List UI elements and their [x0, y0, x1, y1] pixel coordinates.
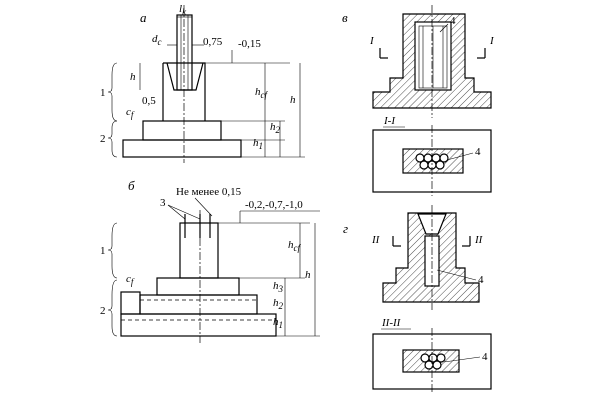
a-dim-05: 0,5 [142, 95, 156, 107]
a-dim-dc: dc [152, 33, 162, 47]
g-section-title: II-II [381, 317, 402, 329]
a-precast-column [176, 14, 193, 91]
b-level-values: -0,2,-0,7,-1,0 [245, 199, 303, 211]
a-base-step-lower [122, 139, 242, 158]
g-callout-4-bottom: 4 [482, 351, 488, 363]
g-section-mark-right: II [474, 234, 484, 246]
a-dim-h: h [130, 71, 136, 83]
b-group-1: 1 [100, 245, 106, 257]
b-step-1 [156, 277, 240, 296]
a-base-step-upper [142, 120, 222, 141]
panel-g: г 4 II II II-II 4 [343, 205, 492, 394]
a-dim-h2: h2 [270, 121, 281, 135]
b-dim-cf: cf [126, 273, 135, 287]
a-dim-hcf: hcf [255, 86, 268, 100]
b-note-min: Не менее 0,15 [176, 186, 242, 198]
g-callout-4-top: 4 [478, 274, 484, 286]
b-brace-1 [107, 222, 118, 279]
b-dim-H: h [305, 269, 311, 281]
b-dim-hcf: hcf [288, 239, 301, 253]
b-column [179, 222, 219, 279]
v-section-mark-left: I [369, 35, 375, 47]
panel-b: б Не менее 0,15 -0,2,-0,7,-1,0 3 cf 1 2 … [100, 178, 320, 343]
panel-v-letter: в [342, 10, 348, 25]
v-section-title: I-I [383, 115, 396, 127]
v-section-mark-right: I [489, 35, 495, 47]
panel-b-letter: б [128, 178, 135, 193]
a-dim-H: h [290, 94, 296, 106]
b-dim-h2: h2 [273, 297, 284, 311]
b-group-2: 2 [100, 305, 106, 317]
a-dim-075: 0,75 [203, 36, 223, 48]
panel-a-letter: а [140, 10, 147, 25]
a-glass [166, 62, 204, 91]
b-dim-h3: h3 [273, 280, 284, 294]
a-dim-cf: cf [126, 106, 135, 120]
v-rebar-circles [415, 153, 449, 170]
b-bracket [120, 291, 141, 315]
a-dim-lk: lk [179, 3, 187, 17]
b-step-3 [120, 313, 277, 337]
a-dim-h1: h1 [253, 137, 263, 151]
a-group-2: 2 [100, 133, 106, 145]
a-level-015: -0,15 [238, 38, 261, 50]
g-section-mark-left: II [371, 234, 381, 246]
g-rebar-circles [420, 353, 446, 370]
b-step-2 [139, 294, 258, 315]
a-group-1: 1 [100, 87, 106, 99]
v-callout-4-top: 4 [450, 15, 456, 27]
b-brace-2 [107, 279, 118, 337]
b-callout-3: 3 [160, 197, 166, 209]
panel-v: в 4 I I I-I 4 [342, 5, 495, 196]
v-callout-4-bottom: 4 [475, 146, 481, 158]
a-brace-1 [107, 62, 118, 122]
a-brace-2 [107, 120, 118, 158]
b-dim-h1: h1 [273, 316, 283, 330]
panel-a: а lk dc 0,75 -0,15 h 0,5 cf 1 2 [100, 3, 305, 163]
panel-g-letter: г [343, 221, 348, 236]
